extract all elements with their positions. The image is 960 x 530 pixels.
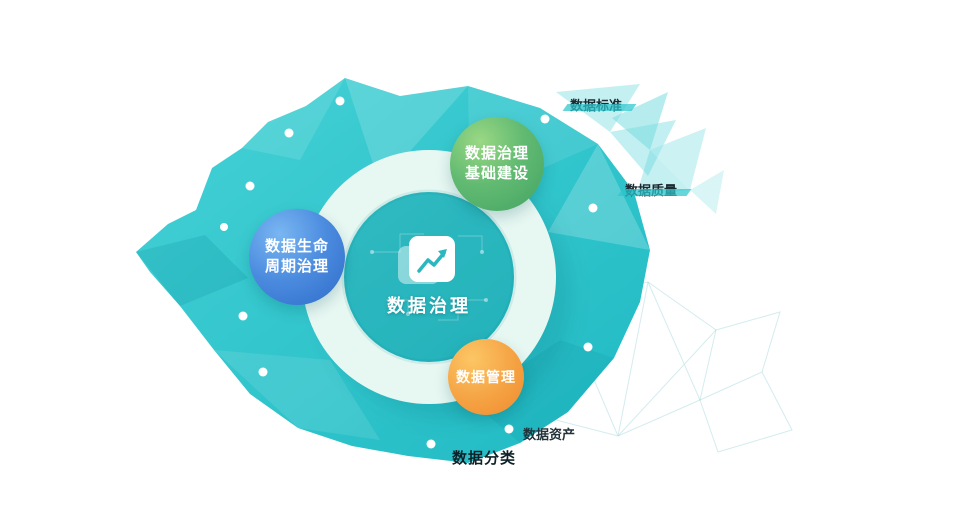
center-title: 数据治理 — [387, 296, 471, 316]
circuit-lines — [372, 233, 486, 321]
node-data-lifecycle: 数据生命 周期治理 — [249, 209, 345, 305]
node-label-line: 数据管理 — [456, 368, 516, 385]
label-data-quality: 数据质量 — [625, 180, 677, 199]
label-data-classification: 数据分类 — [452, 450, 517, 467]
node-label-line: 基础建设 — [464, 165, 529, 182]
node-label-line: 数据治理 — [464, 144, 529, 162]
line-chart-card-icon — [392, 230, 466, 294]
label-data-asset: 数据资产 — [523, 427, 576, 442]
label-data-standard: 数据标准 — [570, 95, 622, 114]
node-governance-foundation: 数据治理 基础建设 — [450, 117, 544, 211]
node-data-management: 数据管理 — [448, 339, 524, 415]
node-label-line: 数据生命 — [264, 237, 329, 255]
node-label-line: 周期治理 — [264, 258, 329, 275]
edge-dots — [220, 96, 598, 449]
